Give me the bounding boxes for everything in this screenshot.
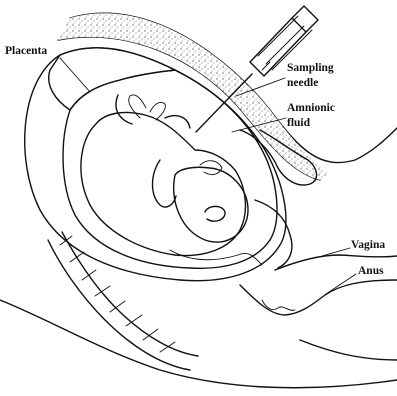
label-anus: Anus [358,265,384,277]
fetus [81,112,246,255]
umbilical-cord [170,250,262,265]
spine-vertebrae [60,236,175,352]
label-amnionic: Amnionic [287,102,335,114]
leader-placenta [60,58,90,92]
label-needle: needle [287,77,318,89]
label-sampling: Sampling [287,62,334,74]
leg-contour [300,340,397,360]
rectum [240,280,397,315]
label-vagina: Vagina [351,239,385,251]
label-fluid: fluid [287,117,311,129]
uterus-outer-wall [25,48,286,281]
buttock [0,300,397,388]
fetus-arm [153,160,177,207]
abdominal-wall-tissue [58,13,330,180]
label-placenta: Placenta [5,45,47,57]
placenta [49,48,175,110]
fetus-legs [116,95,190,128]
fetus-ear [205,206,225,221]
fetus-head [174,167,248,242]
